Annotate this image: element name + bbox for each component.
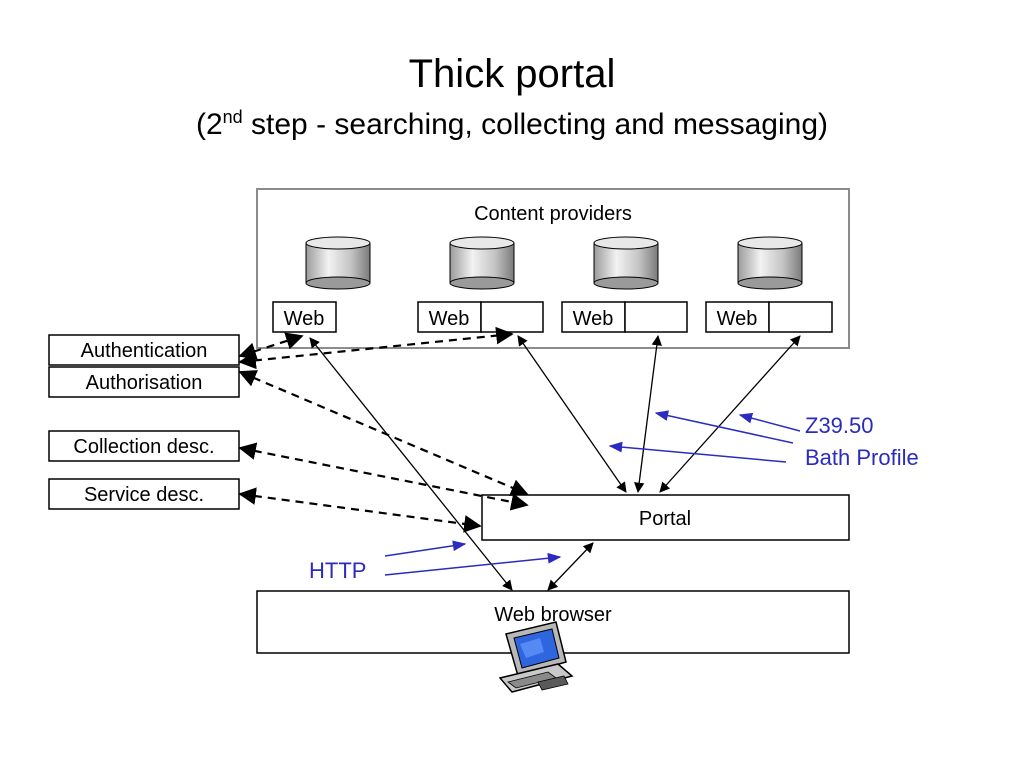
authentication-box: Authentication [48,334,240,366]
web-server-box: Web [417,301,544,333]
svg-text:Web: Web [429,308,470,330]
web-server-box: Web [561,301,688,333]
bath-profile-label: Bath Profile [805,445,919,470]
portal-box: Portal [481,494,850,541]
svg-text:Web browser: Web browser [494,604,612,626]
web-server-box: Web [705,301,833,333]
svg-text:Authorisation: Authorisation [86,372,203,394]
database-icon [305,236,371,290]
collection-desc-box: Collection desc. [48,430,240,462]
solid-connectors [309,334,801,591]
database-icon [737,236,803,290]
service-desc-box: Service desc. [48,478,240,510]
authorisation-box: Authorisation [48,366,240,398]
database-icon [449,236,515,290]
svg-text:Collection desc.: Collection desc. [73,436,214,458]
database-icon [593,236,659,290]
svg-text:Portal: Portal [639,508,691,530]
svg-text:Service desc.: Service desc. [84,484,204,506]
protocol-arrows [384,410,801,576]
computer-icon [498,621,574,693]
svg-text:Web: Web [717,308,758,330]
svg-text:Authentication: Authentication [81,340,208,362]
slide-title: Thick portal [408,52,616,96]
slide-subtitle: (2nd step - searching, collecting and me… [195,107,829,141]
content-providers-label: Content providers [474,203,632,225]
web-server-box: Web [272,301,337,333]
svg-text:Web: Web [573,308,614,330]
z3950-label: Z39.50 [805,413,874,438]
http-label: HTTP [309,558,366,583]
svg-text:Web: Web [284,308,325,330]
